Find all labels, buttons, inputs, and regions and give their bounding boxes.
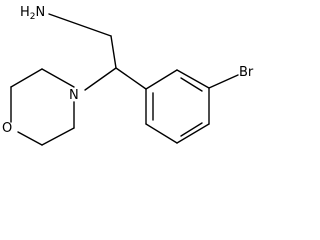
bond-amine-to-ch2 (48, 13, 112, 37)
amine-h-symbol: H (20, 5, 30, 20)
bond-chiral-to-phenyl (115, 67, 147, 90)
bond-aromatic-inner-c (180, 122, 203, 137)
bond-ring-to-bromine (208, 74, 239, 89)
bond-ring-2-3 (176, 69, 210, 89)
amine-label: H2N (20, 5, 45, 22)
bond-chiral-to-morpholine-n (84, 67, 117, 91)
morpholine-nitrogen-label: N (69, 88, 79, 103)
structure-canvas: H2N N O Br (2, 5, 254, 146)
amine-h-subscript: 2 (30, 12, 36, 22)
structure-svg: H2N N O Br (2, 5, 254, 146)
amine-n-symbol: N (36, 5, 46, 20)
bond-aromatic-inner-b (180, 77, 203, 92)
bond-morph-c1-to-c2 (10, 68, 43, 88)
morpholine-oxygen-label: O (2, 121, 12, 136)
bond-morph-n-to-c1 (41, 68, 75, 88)
bromine-label: Br (239, 65, 254, 80)
bond-morph-c3-to-c4 (41, 127, 75, 146)
bond-morph-o-to-c3 (17, 131, 43, 146)
bond-ring-4-5 (176, 123, 210, 144)
bond-ring-1-2 (145, 69, 178, 90)
bond-ch2-to-chiral (110, 35, 117, 69)
bond-ring-5-6 (145, 123, 178, 144)
